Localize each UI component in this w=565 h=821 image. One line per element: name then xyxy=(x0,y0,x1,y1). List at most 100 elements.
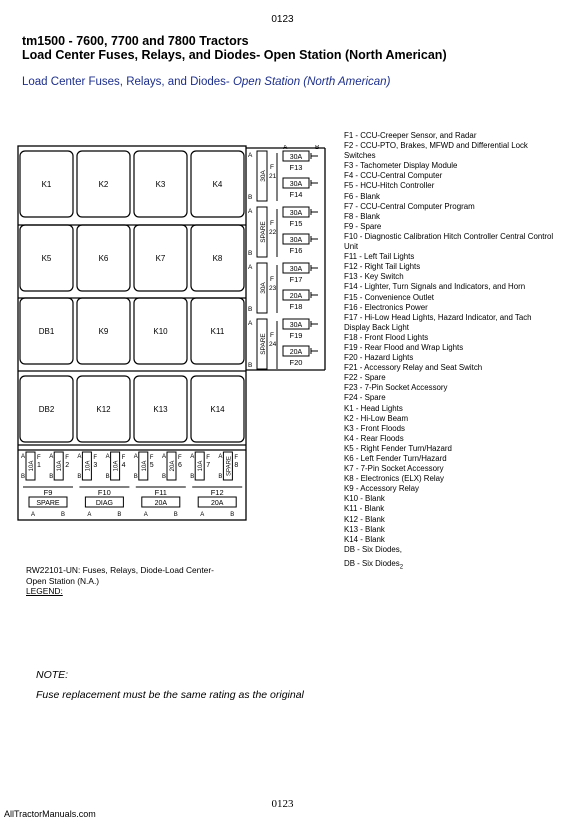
legend-item: F22 - Spare xyxy=(344,373,386,383)
note-text: Fuse replacement must be the same rating… xyxy=(36,689,304,701)
relay-label: K6 xyxy=(99,254,109,263)
side-fuse-f-letter: F xyxy=(270,276,274,283)
side-fuse-f-letter: F xyxy=(270,332,274,339)
bottom-fuse-number: 4 xyxy=(122,462,126,469)
side-fuse-name: F20 xyxy=(290,358,303,367)
legend-item: F17 - Hi-Low Head Lights, Hazard Indicat… xyxy=(344,312,532,332)
bottom-fuse-layer: A10AF1BA10AF2BA10AF3BA10AF4BA10AF5BA20AF… xyxy=(21,451,243,518)
bottom-fuse-b: B xyxy=(49,474,53,480)
bottom-group-a: A xyxy=(31,512,35,518)
side-fuse-rating: 30A xyxy=(290,237,303,244)
bottom-fuse-a: A xyxy=(134,454,138,460)
side-fuse-f-letter: F xyxy=(270,220,274,227)
legend-item: K7 - 7-Pin Socket Accessory xyxy=(344,464,444,474)
figure-caption: RW22101-UN: Fuses, Relays, Diode-Load Ce… xyxy=(26,565,214,597)
bottom-group-value: 20A xyxy=(155,500,168,507)
side-vertical-rating: SPARE xyxy=(260,333,267,355)
relay-k7: K7 xyxy=(133,224,188,292)
relay-label: K5 xyxy=(42,254,52,263)
legend-item: DB - Six Diodes, xyxy=(344,544,402,554)
side-vertical-rating: 30A xyxy=(260,170,267,182)
caption-legend: LEGEND: xyxy=(26,586,63,596)
side-fuse-name: F18 xyxy=(290,302,303,311)
section-heading-sub: Open Station (North American) xyxy=(232,76,391,88)
legend-item: F16 - Electronics Power xyxy=(344,302,428,312)
bottom-group-a: A xyxy=(87,512,91,518)
side-fuse-number: 23 xyxy=(269,285,277,292)
legend-item: K4 - Rear Floods xyxy=(344,433,404,443)
bottom-fuse-a: A xyxy=(190,454,194,460)
bottom-fuse-number: 5 xyxy=(150,462,154,469)
svg-text:B: B xyxy=(315,145,319,151)
legend-item: K3 - Front Floods xyxy=(344,423,405,433)
relay-db2: DB2 xyxy=(19,375,74,443)
side-fuse-rating: 30A xyxy=(290,210,303,217)
legend-item: F21 - Accessory Relay and Seat Switch xyxy=(344,363,483,373)
relay-k1: K1 xyxy=(19,150,74,218)
side-label-b: B xyxy=(248,306,252,313)
relay-label: K11 xyxy=(211,327,225,336)
side-fuse-number: 21 xyxy=(269,173,277,180)
bottom-fuse-f: F xyxy=(234,455,238,461)
legend-item: K6 - Left Fender Turn/Hazard xyxy=(344,454,447,463)
bottom-group-a: A xyxy=(144,512,148,518)
bottom-fuse-f: F xyxy=(178,455,182,461)
bottom-group-b: B xyxy=(117,512,121,518)
legend-item: F9 - Spare xyxy=(344,221,382,231)
bottom-group-b: B xyxy=(174,512,178,518)
bottom-fuse-number: 6 xyxy=(178,462,182,469)
legend-item: K9 - Accessory Relay xyxy=(344,484,419,494)
bottom-fuse-b: B xyxy=(134,474,138,480)
relay-k10: K10 xyxy=(133,297,188,365)
document-title: tm1500 - 7600, 7700 and 7800 Tractors Lo… xyxy=(22,34,552,62)
legend-subscript: 2 xyxy=(399,564,404,571)
relay-label: K4 xyxy=(213,180,223,189)
relay-k6: K6 xyxy=(76,224,131,292)
legend-item: F23 - 7-Pin Socket Accessory xyxy=(344,383,448,393)
side-label-b: B xyxy=(248,194,252,201)
legend-item: K14 - Blank xyxy=(344,534,385,544)
bottom-fuse-a: A xyxy=(49,454,53,460)
bottom-fuse-rating: 20A xyxy=(170,461,176,472)
title-line-1: tm1500 - 7600, 7700 and 7800 Tractors xyxy=(22,34,249,48)
relay-k12: K12 xyxy=(76,375,131,443)
relay-label: K13 xyxy=(153,405,168,414)
side-fuse-name: F16 xyxy=(290,246,303,255)
legend-item: F18 - Front Flood Lights xyxy=(344,332,429,342)
bottom-fuse-number: 2 xyxy=(65,462,69,469)
bottom-fuse-f: F xyxy=(122,455,126,461)
legend-item: F12 - Right Tail Lights xyxy=(344,262,421,272)
relay-label: K2 xyxy=(99,180,109,189)
bottom-fuse-number: 1 xyxy=(37,462,41,469)
page-number-top: 0123 xyxy=(271,14,294,25)
relay-db1: DB1 xyxy=(19,297,74,365)
legend-item: K1 - Head Lights xyxy=(344,403,403,413)
bottom-fuse-f: F xyxy=(65,455,69,461)
legend-item: F7 - CCU-Central Computer Program xyxy=(344,201,475,211)
legend-item: F1 - CCU-Creeper Sensor, and Radar xyxy=(344,131,477,140)
bottom-fuse-f: F xyxy=(93,455,97,461)
caption-line-1: RW22101-UN: Fuses, Relays, Diode-Load Ce… xyxy=(26,565,214,575)
bottom-group-value: DIAG xyxy=(96,500,113,507)
side-fuse-rating: 20A xyxy=(290,349,303,356)
relay-label: K1 xyxy=(42,180,52,189)
side-vertical-rating: 30A xyxy=(260,282,267,294)
bottom-fuse-b: B xyxy=(106,474,110,480)
relay-label: DB2 xyxy=(39,405,55,414)
diagram-outer-frame xyxy=(17,145,247,521)
relay-k11: K11 xyxy=(190,297,245,365)
legend-item: F3 - Tachometer Display Module xyxy=(344,161,458,171)
side-label-b: B xyxy=(248,362,252,369)
